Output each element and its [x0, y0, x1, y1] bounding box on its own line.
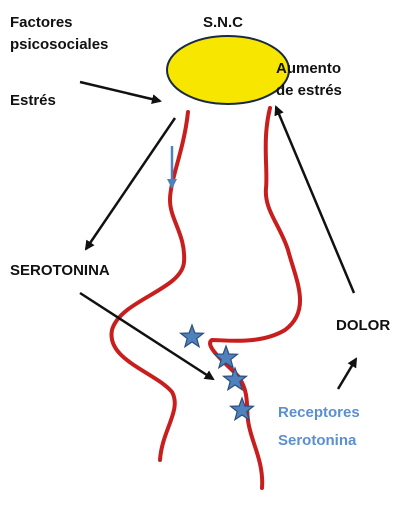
stress-to-cns-arrow	[80, 82, 160, 101]
serotonin-label: SEROTONINA	[10, 260, 110, 282]
psychosocial-factors-label: Factores psicosociales	[10, 12, 108, 56]
serotonin-receptors-label: Receptores Serotonina	[278, 399, 360, 455]
receptor-star-1	[181, 325, 204, 347]
serotonin-receptors-label-line1: Receptores	[278, 399, 360, 427]
receptors-to-pain-arrow	[338, 359, 356, 389]
cns-ellipse	[167, 36, 289, 104]
stress-increase-label-line1: Aumento	[276, 58, 342, 80]
receptor-star-4	[231, 398, 254, 420]
serotonin-receptors-label-line2: Serotonina	[278, 427, 360, 455]
pain-to-cns-arrow	[276, 107, 354, 293]
psychosocial-factors-label-line1: Factores	[10, 12, 108, 34]
psychosocial-factors-label-line2: psicosociales	[10, 34, 108, 56]
stress-label: Estrés	[10, 90, 56, 112]
descending-nerve-line	[111, 112, 188, 460]
cns-to-serotonin-arrow	[86, 118, 175, 249]
pain-label: DOLOR	[336, 315, 390, 337]
stress-increase-label-line2: de estrés	[276, 80, 342, 102]
stress-increase-label: Aumento de estrés	[276, 58, 342, 102]
cns-label: S.N.C	[203, 12, 243, 34]
